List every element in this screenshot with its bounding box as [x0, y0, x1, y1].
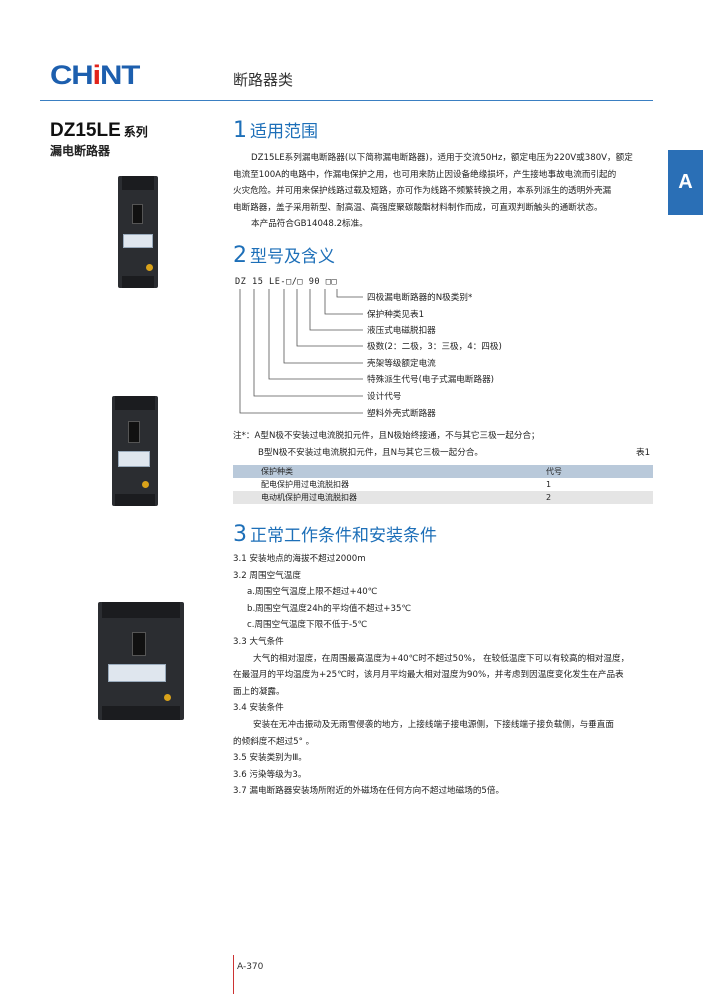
para-line: 在最湿月的平均温度为+25℃时，该月月平均最大相对湿度为90%，并考虑到因温度变… [233, 670, 624, 681]
para-line: 3.7 漏电断路器安装场所附近的外磁场在任何方向不超过地磁场的5倍。 [233, 786, 505, 797]
para-line: 面上的凝露。 [233, 686, 285, 697]
para-line: 本产品符合GB14048.2标准。 [251, 219, 368, 230]
code-label: 极数(2：二极，3：三极，4：四极) [367, 342, 502, 352]
breaker-image-2pole [118, 176, 158, 288]
para-line: 电断路器，盖子采用新型、耐高温、高强度聚碳酸酯材料制作而成，可直观判断触头的通断… [233, 202, 603, 213]
breaker-image-4pole [98, 602, 184, 720]
para-line: 3.3 大气条件 [233, 636, 284, 647]
para-line: 火灾危险。并可用来保护线路过载及短路，亦可作为线路不频繁转换之用，本系列派生的透… [233, 186, 612, 197]
para-line: 3.5 安装类别为Ⅲ。 [233, 753, 307, 764]
page-number: A-370 [237, 962, 264, 972]
section-number: 2 [233, 243, 247, 268]
breaker-image-3pole [112, 396, 158, 506]
para-line: DZ15LE系列漏电断路器(以下简称漏电断路器)，适用于交流50Hz，额定电压为… [251, 153, 633, 163]
code-label: 设计代号 [367, 392, 402, 402]
category-title: 断路器类 [233, 71, 294, 89]
section-title: 正常工作条件和安装条件 [250, 526, 437, 546]
series-text: 系列 [123, 125, 148, 139]
section-1-body: DZ15LE系列漏电断路器(以下简称漏电断路器)，适用于交流50Hz，额定电压为… [233, 150, 658, 233]
code-label: 液压式电磁脱扣器 [367, 326, 436, 336]
para-line: b.周围空气温度24h的平均值不超过+35℃ [247, 603, 412, 614]
section-3-body: 3.1 安装地点的海拔不超过2000m 3.2 周围空气温度 a.周围空气温度上… [233, 551, 658, 800]
para-line: 3.2 周围空气温度 [233, 570, 301, 581]
para-line: a.周围空气温度上限不超过+40℃ [247, 587, 378, 598]
para-line: 安装在无冲击振动及无雨雪侵袭的地方，上接线端子接电源侧，下接线端子接负载侧，与垂… [253, 719, 614, 730]
table-row: 配电保护用过电流脱扣器 1 [233, 478, 653, 491]
product-name: 漏电断路器 [50, 144, 111, 158]
note-b: B型N极不安装过电流脱扣元件，且N与其它三极一起分合。 [258, 448, 484, 458]
code-label: 保护种类见表1 [367, 310, 425, 320]
model-code: DZ 15 LE-□/□ 90 □□ [235, 277, 338, 287]
section-number: 1 [233, 118, 247, 143]
para-line: 3.1 安装地点的海拔不超过2000m [233, 554, 366, 564]
header-cell: 代号 [546, 465, 653, 478]
section-title: 适用范围 [250, 122, 318, 142]
section-tab-a[interactable]: A [668, 150, 703, 215]
section-title: 型号及含义 [250, 247, 335, 267]
para-line: 大气的相对湿度，在周围最高温度为+40℃时不超过50%， 在较低温度下可以有较高… [253, 653, 630, 664]
code-label: 特殊派生代号(电子式漏电断路器) [367, 375, 495, 385]
code-label: 塑料外壳式断路器 [367, 409, 436, 419]
table-cell: 配电保护用过电流脱扣器 [261, 480, 349, 489]
table-cell: 2 [546, 491, 653, 504]
chint-logo: CHiNT [50, 60, 140, 90]
code-label: 四极漏电断路器的N极类别* [367, 293, 473, 303]
header-cell: 保护种类 [233, 465, 546, 478]
model-text: DZ15LE [50, 120, 121, 141]
table-cell: 电动机保护用过电流脱扣器 [233, 491, 546, 504]
para-line: 的倾斜度不超过5° 。 [233, 736, 315, 747]
footer-divider [233, 955, 234, 994]
note-a: 注*：A型N极不安装过电流脱扣元件，且N极始终接通，不与其它三极一起分合； [233, 431, 540, 441]
code-label: 壳架等级额定电流 [367, 359, 436, 369]
table-cell: 1 [546, 480, 552, 489]
para-line: c.周围空气温度下限不低于-5℃ [247, 620, 368, 631]
para-line: 3.4 安装条件 [233, 703, 284, 714]
para-line: 电流至100A的电路中，作漏电保护之用，也可用来防止因设备绝缘损坏，产生接地事故… [233, 169, 617, 180]
section-number: 3 [233, 522, 247, 547]
table-header-row: 保护种类代号 [233, 465, 653, 478]
header-divider [40, 100, 653, 101]
table-label: 表1 [636, 448, 651, 458]
para-line: 3.6 污染等级为3。 [233, 769, 307, 780]
